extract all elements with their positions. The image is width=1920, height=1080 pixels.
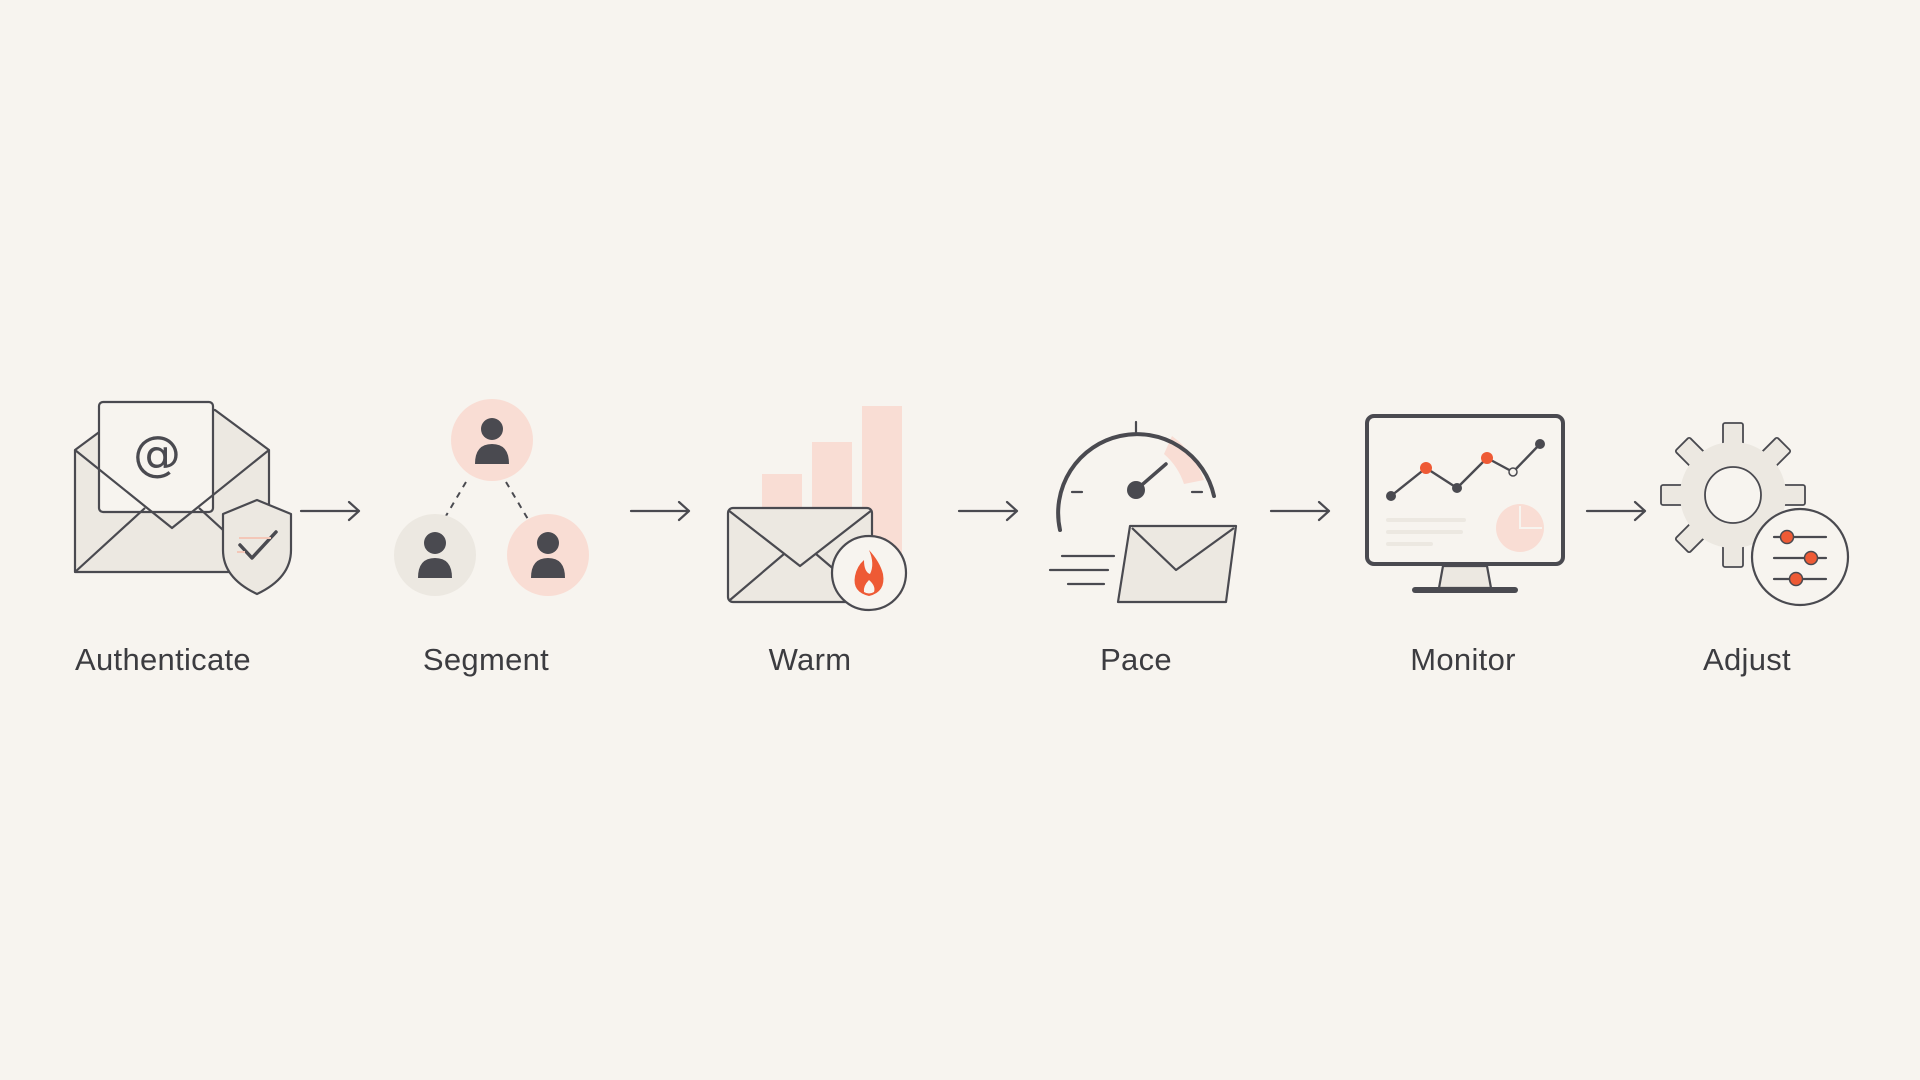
gear-sliders-icon: [1660, 422, 1850, 607]
arrow-right-icon: [629, 500, 691, 522]
arrow-right-icon: [1585, 500, 1647, 522]
step-warm: Warm: [680, 380, 940, 720]
step-label-pace: Pace: [1100, 642, 1172, 677]
user-group-icon: [394, 399, 589, 596]
step-segment: Segment: [356, 380, 616, 720]
step-label-warm: Warm: [768, 642, 852, 677]
envelope-flame-icon: [726, 406, 908, 612]
arrow-right-icon: [957, 500, 1019, 522]
arrow-right-icon: [299, 500, 361, 522]
step-pace: Pace: [1006, 380, 1266, 720]
step-label-authenticate: Authenticate: [75, 642, 251, 677]
arrow-right-icon: [1269, 500, 1331, 522]
monitor-chart-icon: [1365, 414, 1565, 593]
step-label-monitor: Monitor: [1410, 642, 1516, 677]
speedometer-envelope-icon: [1048, 420, 1238, 604]
step-label-adjust: Adjust: [1703, 642, 1791, 677]
step-label-segment: Segment: [422, 642, 550, 677]
step-monitor: Monitor: [1333, 380, 1593, 720]
step-adjust: Adjust: [1617, 380, 1877, 720]
svg-text:@: @: [133, 426, 181, 482]
envelope-shield-icon: @: [73, 400, 293, 596]
step-authenticate: @ Authenticate: [33, 380, 293, 720]
